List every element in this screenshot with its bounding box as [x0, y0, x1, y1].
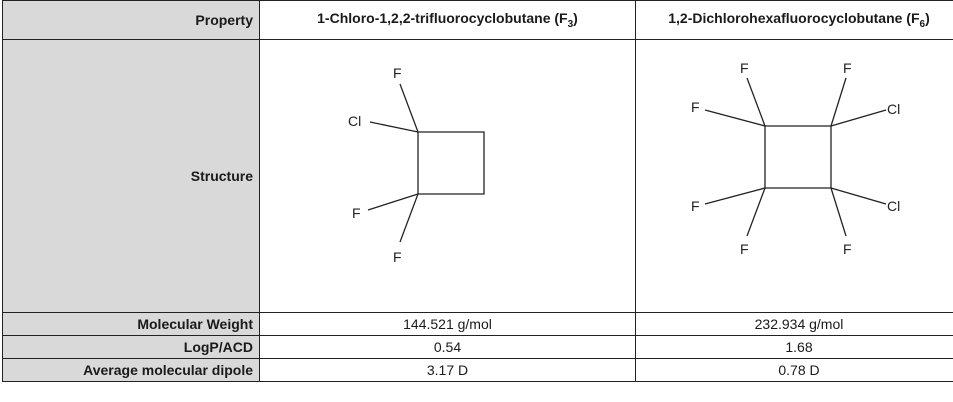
compound1-close: ) [573, 10, 578, 27]
structure-row: Structure F Cl F F [2, 39, 953, 313]
bond-f-top-left [746, 77, 766, 127]
bond-f-lower-left [367, 193, 418, 211]
dipole-value-2: 0.78 D [635, 358, 953, 382]
bond-cl-upper-right [830, 109, 887, 127]
ring-bonds [764, 125, 832, 189]
atom-f-lower-left: F [352, 205, 361, 221]
logp-row: LogP/ACD 0.54 1.68 [2, 335, 953, 359]
dipole-row: Average molecular dipole 3.17 D 0.78 D [2, 358, 953, 382]
bond-f-upper-left [704, 109, 766, 127]
logp-value-2: 1.68 [635, 335, 953, 359]
compound1-header: 1-Chloro-1,2,2-trifluorocyclobutane (F3) [259, 0, 636, 40]
compound2-name: 1,2-Dichlorohexafluorocyclobutane (F [668, 10, 920, 27]
compound1-subscript: 3 [567, 18, 574, 30]
atom-f-upper-left: F [691, 99, 700, 115]
structure2-cell: F F F Cl F Cl F F [635, 39, 953, 313]
dipole-label: Average molecular dipole [2, 358, 260, 382]
compound2-close: ) [925, 10, 930, 27]
bond-f-top-right [830, 77, 847, 127]
atom-f-bottom-left: F [740, 241, 749, 257]
bond-f-bottom-right [830, 187, 847, 237]
ring-bonds [416, 131, 485, 195]
compound2-header: 1,2-Dichlorohexafluorocyclobutane (F6) [635, 0, 953, 40]
logp-value-1: 0.54 [259, 335, 636, 359]
mw-label: Molecular Weight [2, 312, 260, 336]
properties-table: Property 1-Chloro-1,2,2-trifluorocyclobu… [2, 0, 953, 382]
header-row: Property 1-Chloro-1,2,2-trifluorocyclobu… [2, 0, 953, 40]
logp-label: LogP/ACD [2, 335, 260, 359]
bond-cl [369, 121, 418, 133]
mw-value-2: 232.934 g/mol [635, 312, 953, 336]
structure1-diagram: F Cl F F [348, 65, 485, 265]
atom-cl-lower-right: Cl [887, 198, 900, 214]
compound1-name: 1-Chloro-1,2,2-trifluorocyclobutane (F [317, 10, 568, 27]
mw-value-1: 144.521 g/mol [259, 312, 636, 336]
structure1-cell: F Cl F F [259, 39, 636, 313]
mw-row: Molecular Weight 144.521 g/mol 232.934 g… [2, 312, 953, 336]
atom-cl: Cl [348, 113, 361, 129]
bond-cl-lower-right [830, 187, 887, 205]
atom-f-bottom-right: F [843, 241, 852, 257]
compound2-subscript: 6 [919, 18, 926, 30]
dipole-value-1: 3.17 D [259, 358, 636, 382]
atom-f-lower-left: F [691, 198, 700, 214]
property-header: Property [2, 0, 260, 40]
structure2-diagram: F F F Cl F Cl F F [691, 60, 900, 257]
atom-f-bottom: F [393, 249, 402, 265]
atom-cl-upper-right: Cl [887, 101, 900, 117]
bond-f-lower-left [704, 187, 766, 205]
atom-f-top-left: F [740, 60, 749, 76]
structure-label: Structure [2, 39, 260, 313]
bond-f-bottom [398, 193, 419, 243]
bond-f-bottom-left [746, 187, 766, 237]
atom-f-top-right: F [843, 60, 852, 76]
atom-f-top: F [393, 65, 402, 81]
bond-f-top [398, 83, 419, 133]
